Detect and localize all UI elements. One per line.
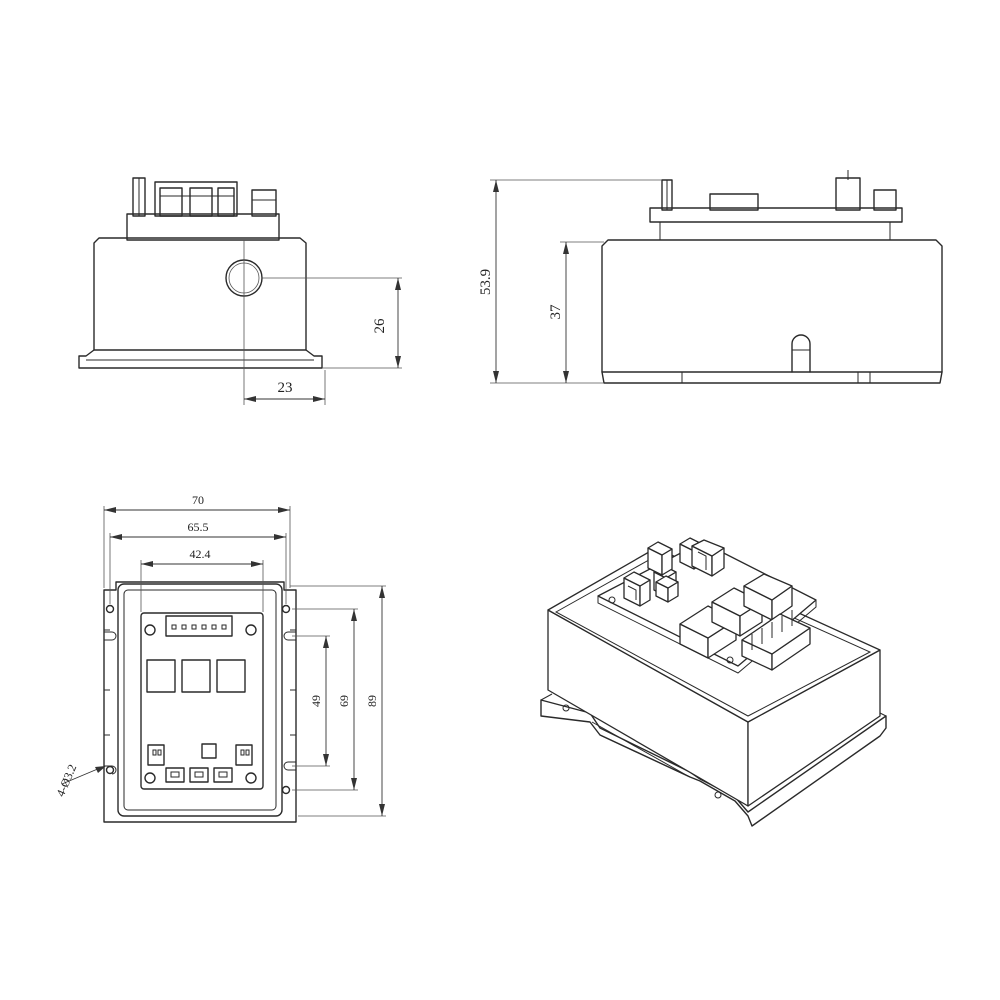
dim-label-70: 70 [192,493,204,507]
dim-label-65-5: 65.5 [188,520,209,534]
dim-label-49: 49 [309,695,323,707]
side-view-base [601,371,943,384]
dim-label-69: 69 [337,695,351,707]
dim-mount-hole-callout: 4-Ø3.2 [53,762,106,799]
side-view-connectors [649,170,903,240]
dim-label-37: 37 [548,304,564,320]
dim-label-26: 26 [372,318,388,334]
dim-top-length-overall: 89 [365,586,385,816]
dim-label-23: 23 [278,380,293,396]
dim-top-width-overall: 70 [104,493,290,513]
front-view-flange [78,349,323,369]
dim-label-42-4: 42.4 [190,547,211,561]
dim-front-hole-offset: 23 [244,380,325,402]
dim-label-89: 89 [365,695,379,707]
top-view-flange [103,581,297,823]
front-view: 26 23 [78,177,402,405]
dim-top-width-holes: 65.5 [110,520,286,540]
front-view-body [93,237,307,351]
dim-side-total-height: 53.9 [478,180,499,383]
dim-label-53-9: 53.9 [478,269,494,295]
top-view-mount-holes [104,604,296,795]
top-view-relay-2 [181,659,211,693]
dim-front-hole-height: 26 [372,278,401,368]
dim-label-4-phi-3-2: 4-Ø3.2 [53,762,79,798]
dim-side-body-height: 37 [548,242,569,383]
side-view-body [601,239,943,373]
top-view-relay-3 [216,659,246,693]
top-view-relay-1 [146,659,176,693]
isometric-view [540,537,887,827]
top-view: 70 65.5 42.4 49 [53,493,386,823]
top-view-pcb [140,612,264,790]
side-view: 53.9 37 [478,170,943,384]
iso-relays [679,573,793,659]
top-view-header [165,615,233,637]
top-view-body [117,583,283,817]
dim-top-hole-pitch-inner: 49 [309,636,329,766]
front-view-connectors [126,177,280,241]
dim-top-hole-pitch-mid: 69 [337,609,357,790]
dim-top-width-board: 42.4 [141,547,263,567]
iso-pin-header [741,610,811,671]
side-view-led [791,334,811,373]
